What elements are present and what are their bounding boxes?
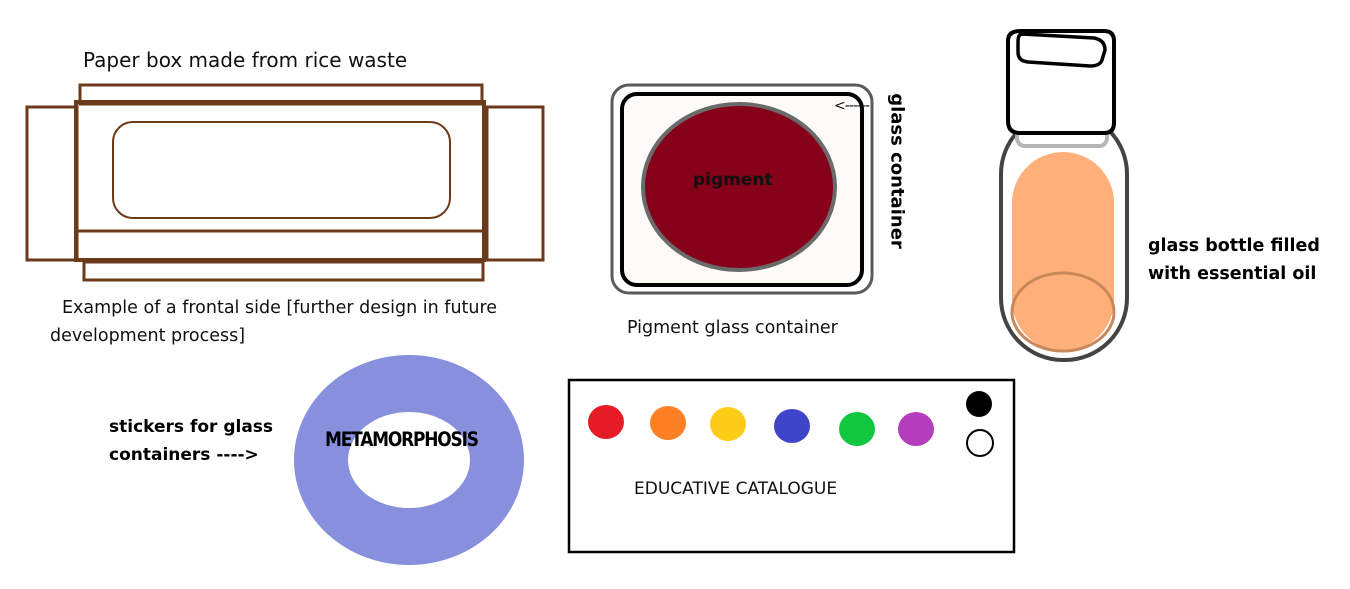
glass-container-label: glass container bbox=[886, 93, 908, 249]
sticker-text: METAMORPHOSIS bbox=[325, 428, 479, 452]
sticker bbox=[293, 354, 525, 566]
sticker-label-line2: containers ----> bbox=[109, 445, 259, 465]
glass-bottle bbox=[999, 29, 1129, 362]
color-dot-orange bbox=[650, 406, 686, 440]
box-right-flap bbox=[485, 105, 545, 262]
oil-meniscus bbox=[1010, 271, 1116, 353]
bottle-cap-top bbox=[1016, 32, 1107, 68]
catalogue-title: EDUCATIVE CATALOGUE bbox=[634, 479, 838, 499]
box-caption-line2: development process] bbox=[50, 326, 246, 346]
color-dot-green bbox=[839, 412, 875, 446]
bottle-label-line1: glass bottle filled bbox=[1148, 236, 1320, 256]
color-dot-blue bbox=[774, 409, 810, 443]
color-dot-red bbox=[588, 405, 624, 439]
bottle-cap bbox=[1006, 29, 1116, 135]
box-window bbox=[112, 121, 451, 219]
pigment-glass-container bbox=[610, 83, 874, 295]
color-dot-white bbox=[966, 429, 994, 457]
pigment-disc bbox=[641, 102, 837, 272]
box-caption-line1: Example of a frontal side [further desig… bbox=[62, 298, 498, 318]
sticker-label-line1: stickers for glass bbox=[109, 417, 274, 437]
box-left-flap bbox=[25, 105, 79, 262]
color-dot-yellow bbox=[710, 407, 746, 441]
box-bottom-flap bbox=[82, 260, 485, 282]
pigment-caption: Pigment glass container bbox=[627, 318, 838, 338]
paper-box bbox=[25, 83, 545, 282]
pigment-arrow: <------ bbox=[834, 98, 870, 114]
educative-catalogue bbox=[567, 378, 1016, 554]
sticker-ring bbox=[293, 354, 525, 566]
pigment-label: pigment bbox=[693, 170, 773, 190]
box-front-panel bbox=[74, 100, 486, 262]
catalogue-frame bbox=[567, 378, 1016, 554]
essential-oil bbox=[1012, 152, 1114, 351]
color-dot-black bbox=[966, 391, 992, 417]
box-title: Paper box made from rice waste bbox=[83, 48, 408, 72]
bottle-label-line2: with essential oil bbox=[1148, 264, 1317, 284]
color-dot-purple bbox=[898, 412, 934, 446]
